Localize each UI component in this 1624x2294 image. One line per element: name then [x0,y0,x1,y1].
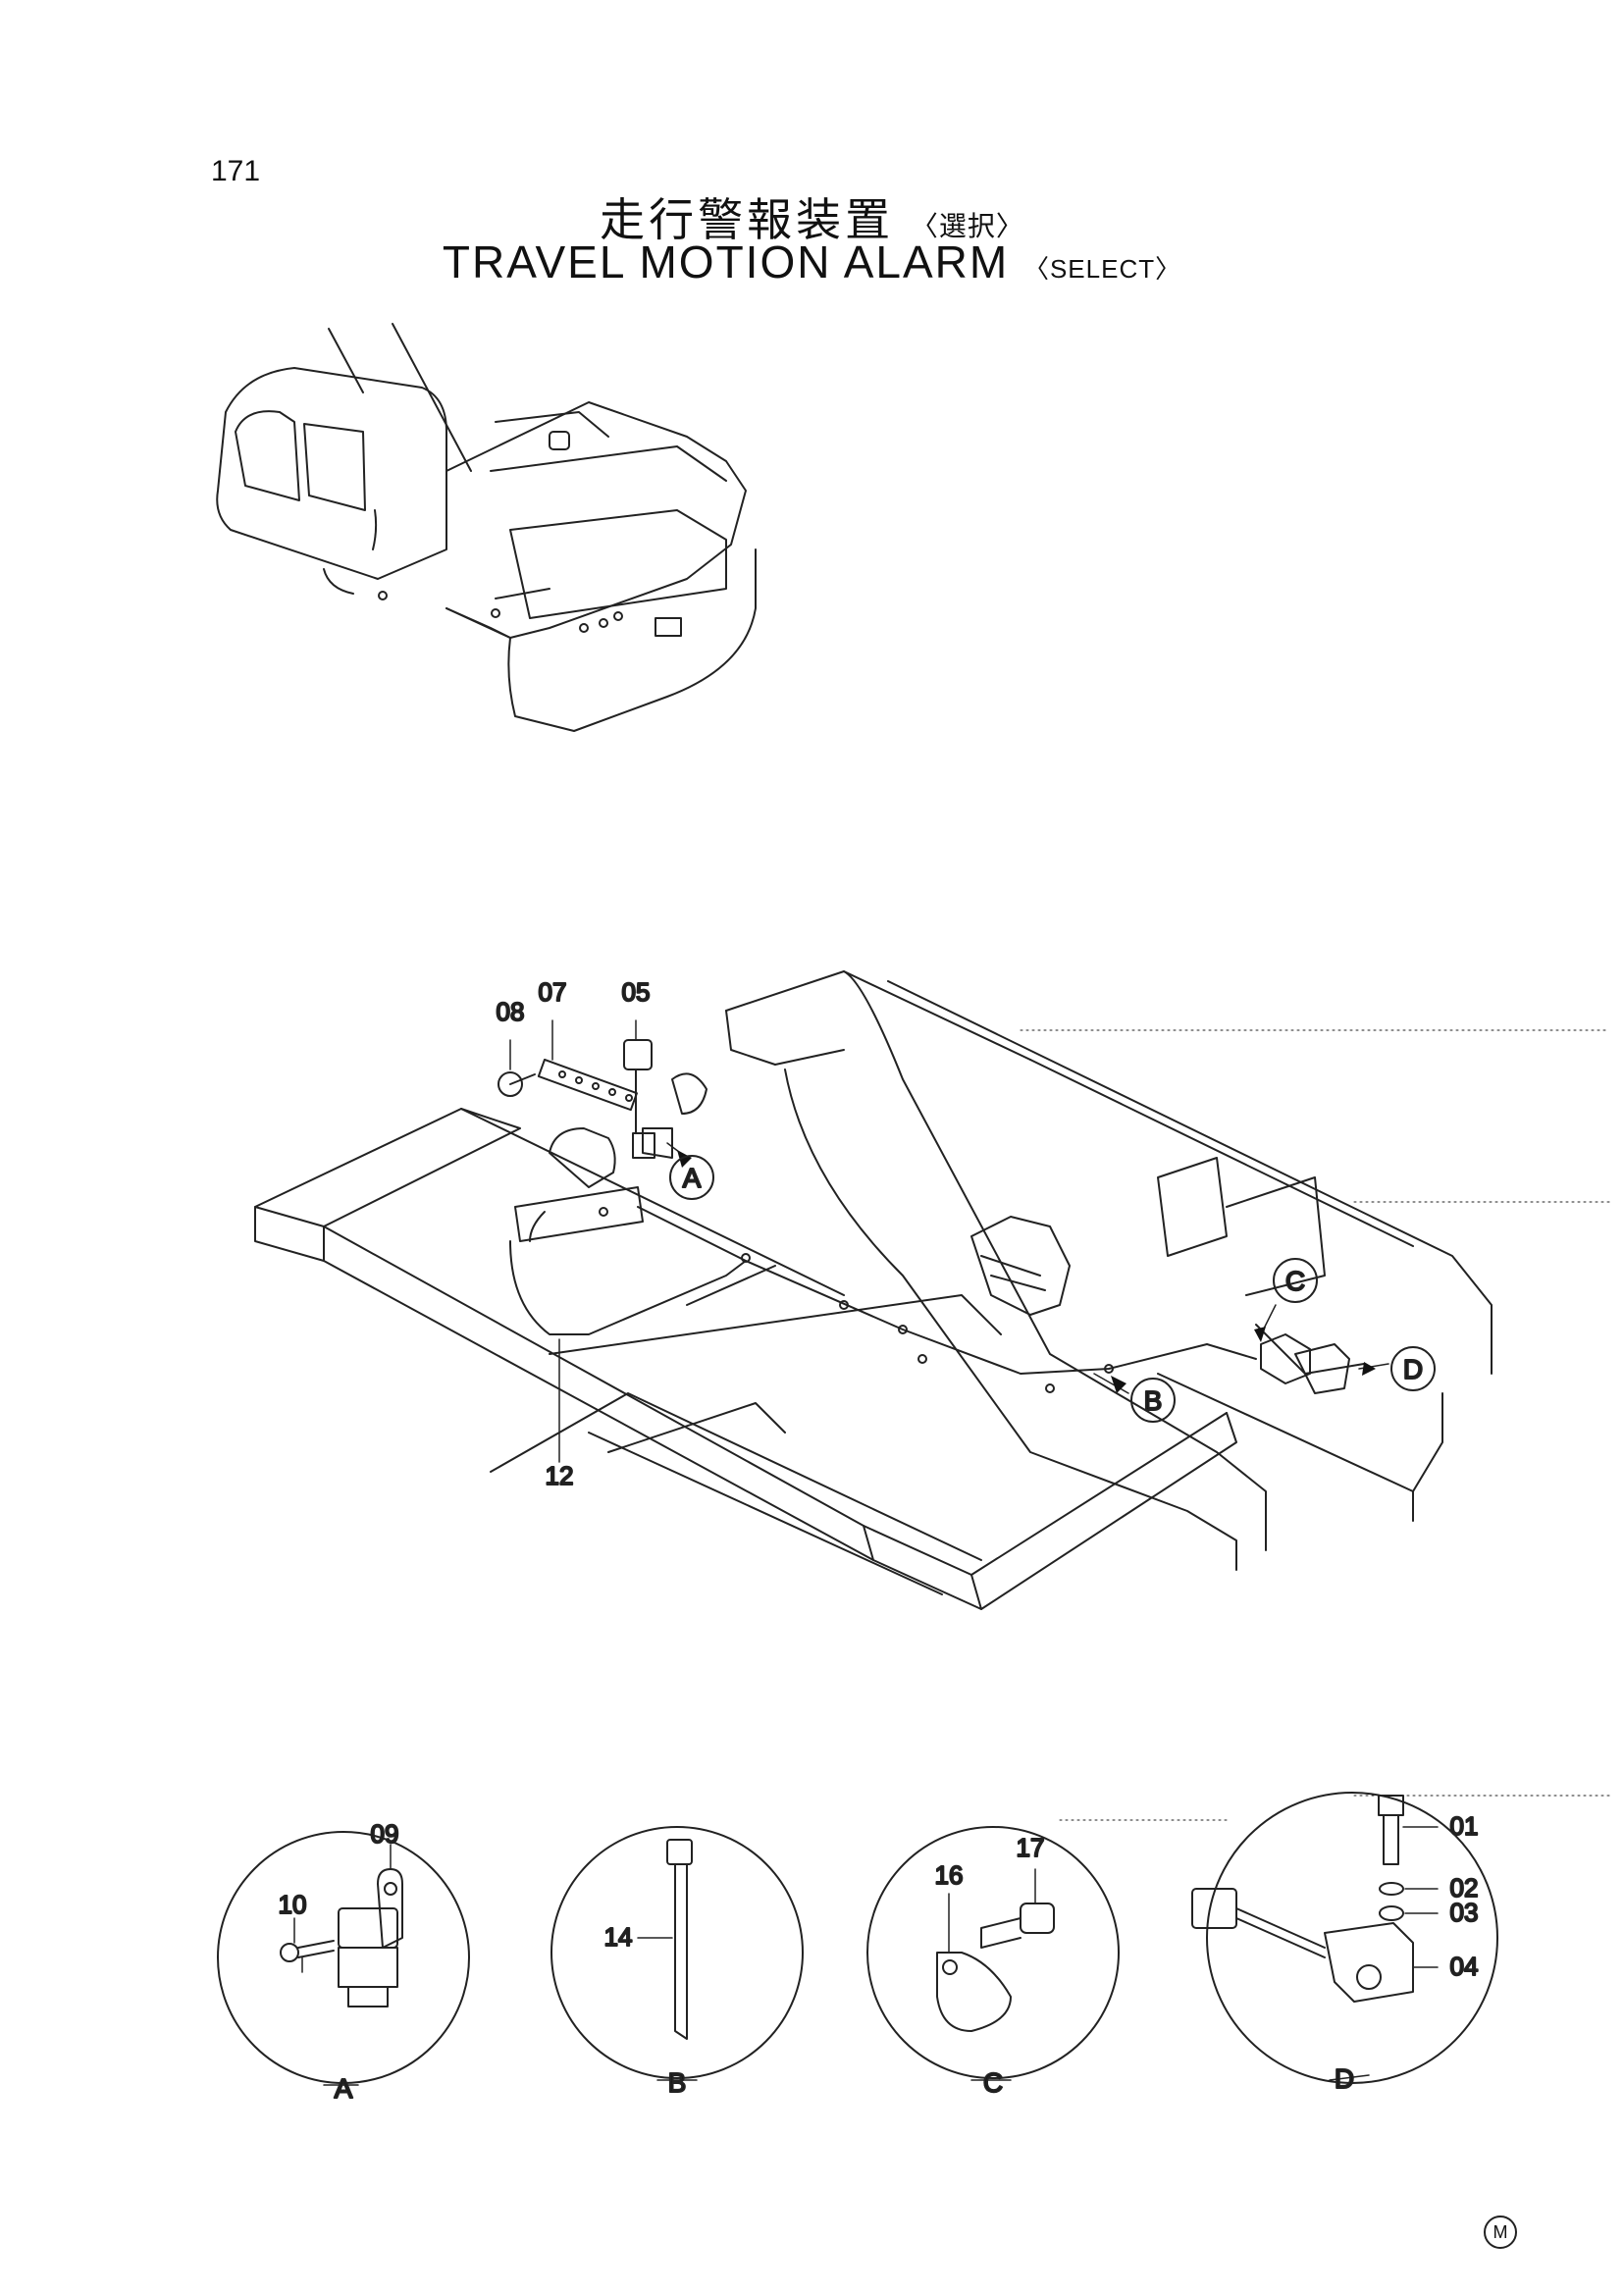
title-jp-select: 〈選択〉 [910,211,1024,241]
ref-letter-b: B [1144,1385,1163,1416]
main-callout-arrowheads [677,1150,1376,1393]
page-title-english: TRAVEL MOTION ALARM 〈SELECT〉 [0,235,1624,288]
page-number: 171 [211,155,261,187]
control-valve [970,1216,1071,1316]
detail-d-callout-03: 03 [1450,1898,1479,1927]
detail-c-letter: C [983,2067,1003,2098]
detail-a-letter: A [335,2073,353,2104]
ref-circle-a [669,1155,714,1200]
detail-d-callout-02: 02 [1450,1873,1479,1903]
detail-d-letter: D [1335,2063,1354,2094]
detail-b-callout-14: 14 [604,1922,633,1952]
detail-c-callout-16: 16 [935,1860,964,1890]
undercarriage-frame [254,970,1610,1610]
detail-b-letter: B [668,2067,687,2098]
callout-08: 08 [497,997,525,1026]
callout-12: 12 [546,1461,574,1490]
detail-a-callout-10: 10 [279,1890,307,1919]
ref-circle-d [1390,1346,1436,1391]
ref-circle-c [1273,1258,1318,1303]
detail-a: 09 10 A [217,1818,470,2105]
detail-c: 17 16 C [866,1826,1120,2099]
main-callout-leaders [509,1019,1389,1463]
callout-07: 07 [539,977,567,1007]
callout-05: 05 [622,977,651,1007]
detail-d-callout-04: 04 [1450,1952,1479,1981]
title-jp-text: 走行警報装置 [600,194,895,245]
detail-d-callout-01: 01 [1450,1811,1479,1841]
detail-d: 01 02 03 04 D [1191,1792,1498,2095]
excavator-overview [216,323,757,732]
alarm-mounting-assembly [498,1039,1350,1394]
ref-circle-b [1130,1378,1176,1423]
detail-c-callout-17: 17 [1017,1833,1045,1862]
page-title-japanese: 走行警報装置 〈選択〉 [0,184,1624,249]
title-en-select: 〈SELECT〉 [1022,254,1182,284]
ref-letter-a: A [683,1163,702,1193]
title-en-text: TRAVEL MOTION ALARM [442,236,1010,287]
ref-letter-c: C [1285,1266,1305,1296]
manufacturer-mark: M [1484,2216,1517,2249]
ref-letter-d: D [1403,1354,1423,1384]
detail-b: 14 B [550,1826,804,2099]
detail-a-callout-09: 09 [371,1819,399,1849]
